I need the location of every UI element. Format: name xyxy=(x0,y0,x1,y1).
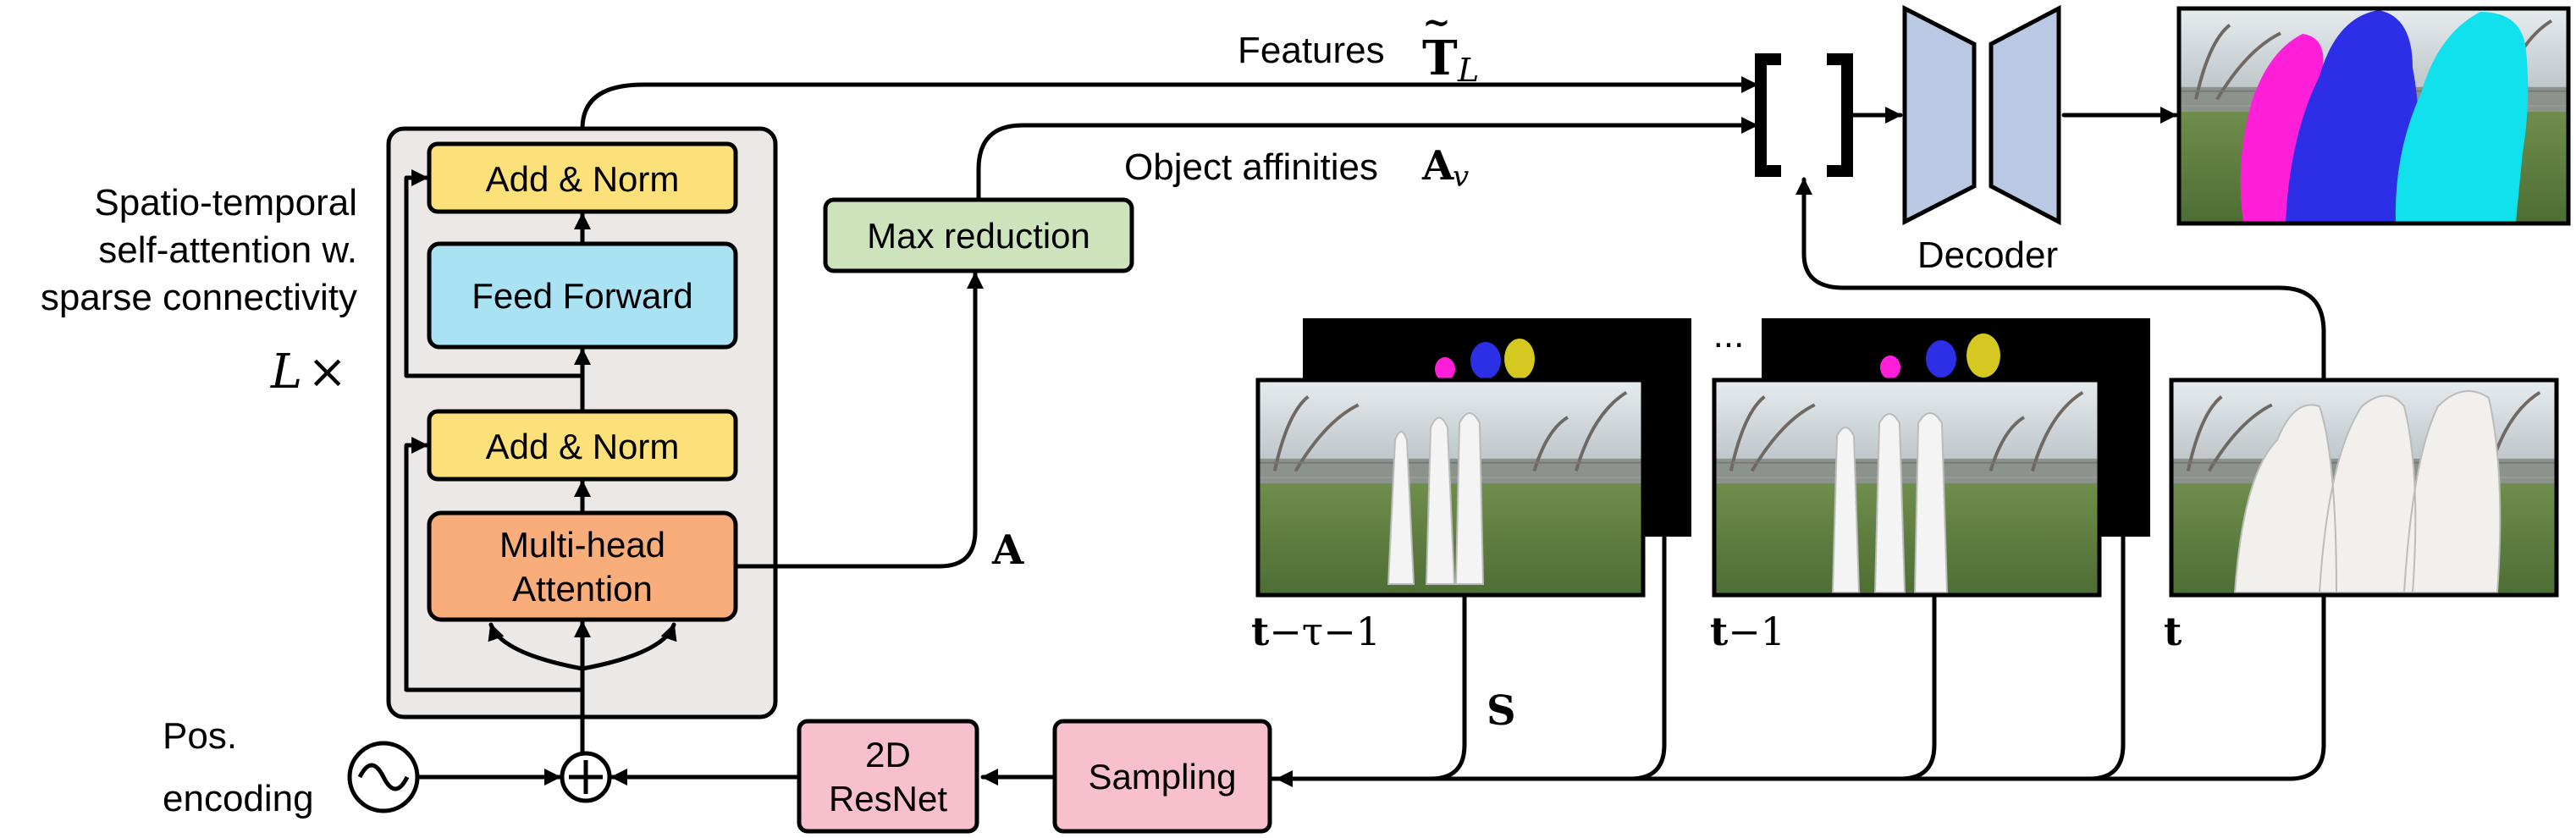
resnet-label-line1: 2D xyxy=(865,735,911,775)
resnet-block: 2D ResNet xyxy=(797,719,979,834)
sum-node xyxy=(560,751,612,803)
positional-encoding: Pos. encoding xyxy=(163,715,420,819)
affinities-text: Object affinities xyxy=(1124,146,1378,188)
block-label-line1: Spatio-temporal xyxy=(94,182,357,223)
feed-forward-label: Feed Forward xyxy=(472,276,692,316)
output-segmentation-image xyxy=(2176,6,2571,226)
attention-matrix-symbol: A xyxy=(991,527,1024,574)
arrow-affinities-to-concat xyxy=(976,117,1759,202)
add-norm-top-label: Add & Norm xyxy=(486,159,680,199)
features-tilde: ~ xyxy=(1422,3,1451,42)
attention-label-line1: Multi-head xyxy=(499,525,665,565)
feed-forward-block: Feed Forward xyxy=(427,241,738,350)
features-subscript: L xyxy=(1457,52,1479,89)
add-norm-bottom-block: Add & Norm xyxy=(427,409,738,482)
features-symbol: T xyxy=(1422,30,1458,86)
resnet-label-line2: ResNet xyxy=(829,779,947,819)
pos-encoding-line2: encoding xyxy=(163,778,314,819)
frame-t-tau-1 xyxy=(1255,318,1691,598)
frame-label-t-1: t−1 xyxy=(1710,609,1785,654)
repeat-label: L× xyxy=(270,345,347,400)
arrow-frame-t-to-concat xyxy=(1795,177,2326,383)
frames-ellipsis: ... xyxy=(1713,314,1745,356)
frame-t xyxy=(2169,378,2559,598)
block-label-line3: sparse connectivity xyxy=(41,277,357,318)
pos-encoding-line1: Pos. xyxy=(163,715,237,757)
arrow-input-to-attention-right xyxy=(580,622,677,671)
sampling-symbol: S xyxy=(1487,687,1516,735)
concatenation-brackets xyxy=(1755,53,1853,177)
mask-cyan xyxy=(2395,12,2529,222)
affinities-symbol: A xyxy=(1421,142,1454,190)
arrow-input-to-attention-left xyxy=(488,622,585,671)
decoder-label: Decoder xyxy=(1917,234,2058,276)
add-norm-top-block: Add & Norm xyxy=(427,141,738,214)
residual-connection-bottom xyxy=(404,437,585,692)
frame-label-t-tau-1: t−τ−1 xyxy=(1251,609,1381,654)
add-norm-bottom-label: Add & Norm xyxy=(486,427,680,466)
transformer-description: Spatio-temporal self-attention w. sparse… xyxy=(41,182,357,400)
multi-head-attention-block: Multi-head Attention xyxy=(427,510,738,622)
mask-blue xyxy=(2286,10,2420,222)
attention-label-line2: Attention xyxy=(512,569,653,609)
sampling-block: Sampling xyxy=(1052,719,1272,834)
block-label-line2: self-attention w. xyxy=(98,229,357,271)
arrow-attention-to-max-reduction xyxy=(733,271,984,569)
residual-connection-top xyxy=(404,169,585,378)
arrow-frames-to-sampling xyxy=(1275,593,2326,787)
concat-open-bracket xyxy=(1755,53,1781,177)
max-reduction-block: Max reduction xyxy=(823,197,1134,273)
max-reduction-label: Max reduction xyxy=(867,216,1090,256)
sampling-label: Sampling xyxy=(1088,757,1236,797)
affinities-subscript: v xyxy=(1453,160,1469,194)
decoder-block: Decoder xyxy=(1902,4,2061,276)
concat-close-bracket xyxy=(1827,53,1853,177)
arrow-features-to-concat xyxy=(580,76,1759,131)
affinities-label: Object affinities A v xyxy=(1124,142,1469,194)
wire-frame-t-tau-1-down xyxy=(1428,593,1467,781)
frame-t-1 xyxy=(1712,318,2150,598)
features-text: Features xyxy=(1238,30,1385,71)
features-label: Features ~ T L xyxy=(1238,3,1479,89)
frame-label-t: t xyxy=(2164,609,2182,654)
